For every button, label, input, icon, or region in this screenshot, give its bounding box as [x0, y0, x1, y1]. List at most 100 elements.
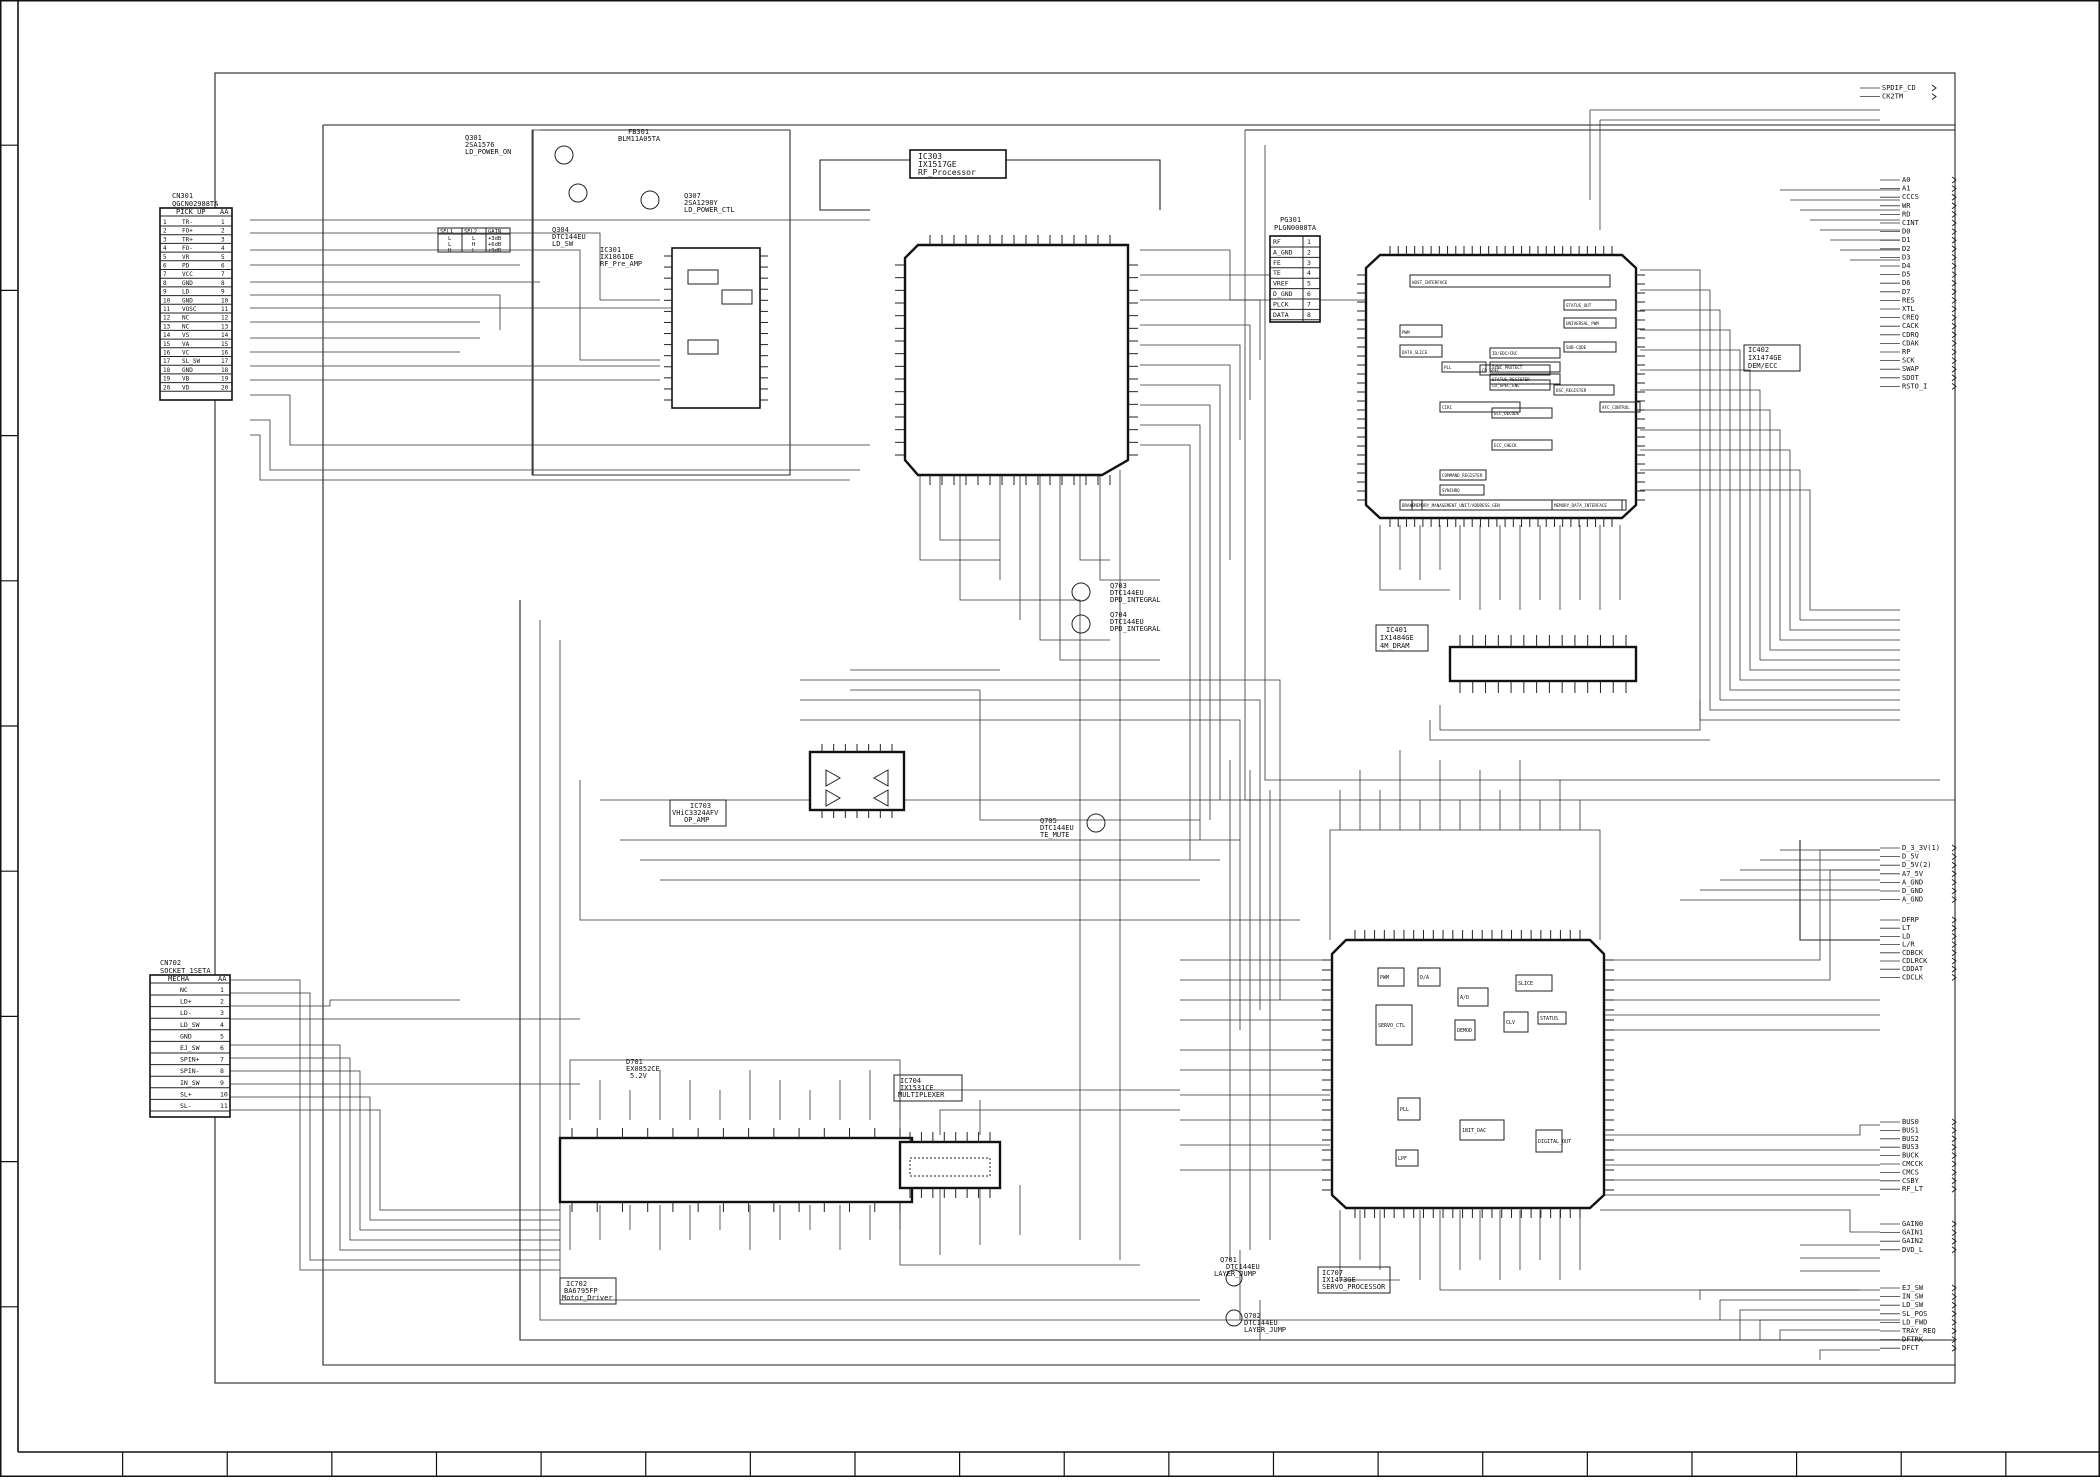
- cn301-ref: CN301: [172, 192, 193, 200]
- cn301-pin-aa: 3: [221, 236, 225, 243]
- cn301-pin-num: 11: [163, 306, 171, 313]
- ic402-block-label: UNIVERSAL_PWM: [1566, 321, 1599, 326]
- cn301-pin-aa: 4: [221, 245, 225, 252]
- right-signal-label: GAIN2: [1902, 1237, 1923, 1245]
- cn301-pin-aa: 2: [221, 228, 225, 235]
- ic402-block-label: DATA_SLICE: [1402, 350, 1428, 355]
- ic704-multiplexer: IC704 IX1531CE MULTIPLEXER: [893, 1074, 1002, 1198]
- cn301-pin-label: VC: [182, 350, 190, 357]
- ic301-rf-pre-amp: IC301 IX1861DE RF_Pre_AMP: [600, 246, 768, 409]
- cn301-pin-num: 3: [163, 236, 167, 243]
- cn301-pin-aa: 10: [221, 297, 229, 304]
- cn301-pin-label: VS: [182, 332, 190, 339]
- cn702-pin-label: LD+: [180, 998, 192, 1006]
- ic707-ref: IC707: [1322, 1269, 1343, 1277]
- cn301-pin-aa: 19: [221, 376, 229, 383]
- right-signal-label: CDLRCK: [1902, 957, 1928, 965]
- d701-ref: D701: [626, 1058, 643, 1066]
- cn301-pin-label: NC: [182, 315, 190, 322]
- cn702-pin-label: LD_SW: [180, 1021, 200, 1029]
- right-signal-label: D4: [1902, 262, 1910, 270]
- cn702-title: MECHA: [168, 975, 190, 983]
- cn702-pin-aa: 6: [220, 1044, 224, 1052]
- right-signal-label: DVD_L: [1902, 1246, 1923, 1254]
- ic704-func: MULTIPLEXER: [898, 1091, 945, 1099]
- cn301-pin-label: FO-: [182, 245, 193, 252]
- cn301-pin-aa: 8: [221, 280, 225, 287]
- pg301-pin-label: PLCK: [1273, 300, 1289, 308]
- cn702-pin-aa: 11: [220, 1102, 228, 1110]
- q705-func: TE_MUTE: [1040, 831, 1070, 839]
- right-signal-label: BUS3: [1902, 1143, 1919, 1151]
- right-signal-label: D_5V: [1902, 853, 1920, 861]
- q701-func: LAYER_JUMP: [1214, 1270, 1256, 1278]
- cn702-pin-label: EJ_SW: [180, 1044, 200, 1052]
- ld-power-section: Q301 2SA1576 LD_POWER_ON FB301 BLM11A05T…: [465, 128, 791, 476]
- cn301-pin-label: VR: [182, 254, 190, 261]
- ic402-block-label: HOST_INTERFACE: [1412, 280, 1448, 285]
- right-signal-label: CMCCK: [1902, 1160, 1924, 1168]
- sel-table-header: GAIN: [488, 229, 501, 235]
- ic707-block-label: PWM: [1380, 975, 1389, 981]
- ic303-rf-processor: IC303 IX1517GE RF_Processor: [895, 149, 1138, 485]
- sel-table-cell: H: [448, 248, 451, 254]
- cn702-pin-label: SPIN+: [180, 1056, 200, 1064]
- pg301-pin-num: 4: [1307, 269, 1311, 277]
- cn702-pin-label: GND: [180, 1032, 192, 1040]
- right-signal-label: IN_SW: [1902, 1293, 1924, 1301]
- right-signal-label: SL_POS: [1902, 1310, 1927, 1318]
- q704-func: DPD_INTEGRAL: [1110, 625, 1161, 633]
- sel-table-header: SEL2: [464, 229, 477, 235]
- right-signal-label: BUS2: [1902, 1135, 1919, 1143]
- ic303-ref: IC303: [918, 152, 942, 161]
- cn301-pin-label: GND: [182, 280, 193, 287]
- pg301-pin-label: RF: [1273, 238, 1281, 246]
- ic402-block-label: STATUS_OUT: [1566, 303, 1592, 308]
- cn301-pin-label: NC: [182, 323, 190, 330]
- q703-ref: Q703: [1110, 582, 1127, 590]
- q701-q702-layer-jump: Q701 DTC144EU LAYER_JUMP Q702 DTC144EU L…: [1214, 1256, 1286, 1334]
- q704-ref: Q704: [1110, 611, 1127, 619]
- ic707-func: SERVO_PROCESSOR: [1322, 1283, 1386, 1291]
- right-signal-label: D_3_3V(1): [1902, 844, 1940, 852]
- ic303-func: RF_Processor: [918, 168, 976, 177]
- ic402-part: IX1474GE: [1748, 354, 1782, 362]
- cn301-pin-label: TR+: [182, 236, 193, 243]
- fb301-ref: FB301: [628, 128, 649, 136]
- q705-part: DTC144EU: [1040, 824, 1074, 832]
- diagram-border: [214, 72, 1956, 1384]
- cn702-pin-aa: 5: [220, 1032, 224, 1040]
- right-signal-label: SDOT: [1902, 374, 1920, 382]
- q705-ref: Q705: [1040, 817, 1057, 825]
- d701-value: 5.2V: [630, 1072, 648, 1080]
- ic707-part: IX1473GE: [1322, 1276, 1356, 1284]
- ic702-motor-driver: IC702 BA6795FP Motor_Driver D701 EX0852C…: [558, 1058, 914, 1305]
- cn301-pin-label: GND: [182, 367, 193, 374]
- sel-table-cell: L: [448, 242, 452, 248]
- cn301-pin-label: SL_SW: [182, 358, 200, 365]
- right-signal-label: CMCS: [1902, 1168, 1919, 1176]
- cn301-pin-aa: 16: [221, 350, 229, 357]
- q702-ref: Q702: [1244, 1312, 1261, 1320]
- cn301-pin-label: TR-: [182, 219, 193, 226]
- cn301-pin-label: VD: [182, 384, 190, 391]
- cn301-pin-label: VA: [182, 341, 190, 348]
- cn301-pin-num: 18: [163, 367, 171, 374]
- ic402-block-label: DSC_REGISTER: [1556, 388, 1587, 393]
- pg301-pin-num: 6: [1307, 290, 1311, 298]
- pg301-pin-num: 8: [1307, 311, 1311, 319]
- cn702-pin-aa: 3: [220, 1009, 224, 1017]
- ic707-block-label: SERVO_CTL: [1378, 1023, 1405, 1029]
- cn301-pin-num: 7: [163, 271, 167, 278]
- cn301-pin-num: 8: [163, 280, 167, 287]
- ic301-part: IX1861DE: [600, 253, 634, 261]
- ic402-block-label: MEMORY_DATA_INTERFACE: [1554, 503, 1607, 508]
- right-signal-label: RF_LT: [1902, 1185, 1924, 1193]
- right-signal-label: CCCS: [1902, 193, 1919, 201]
- pg301-pin-label: FE: [1273, 259, 1281, 267]
- ic707-block-label: 1BIT_DAC: [1462, 1128, 1486, 1134]
- sel-table-cell: L: [448, 236, 452, 242]
- right-signal-label: LD_FWD: [1902, 1318, 1927, 1326]
- right-signal-label: CDRQ: [1902, 331, 1919, 339]
